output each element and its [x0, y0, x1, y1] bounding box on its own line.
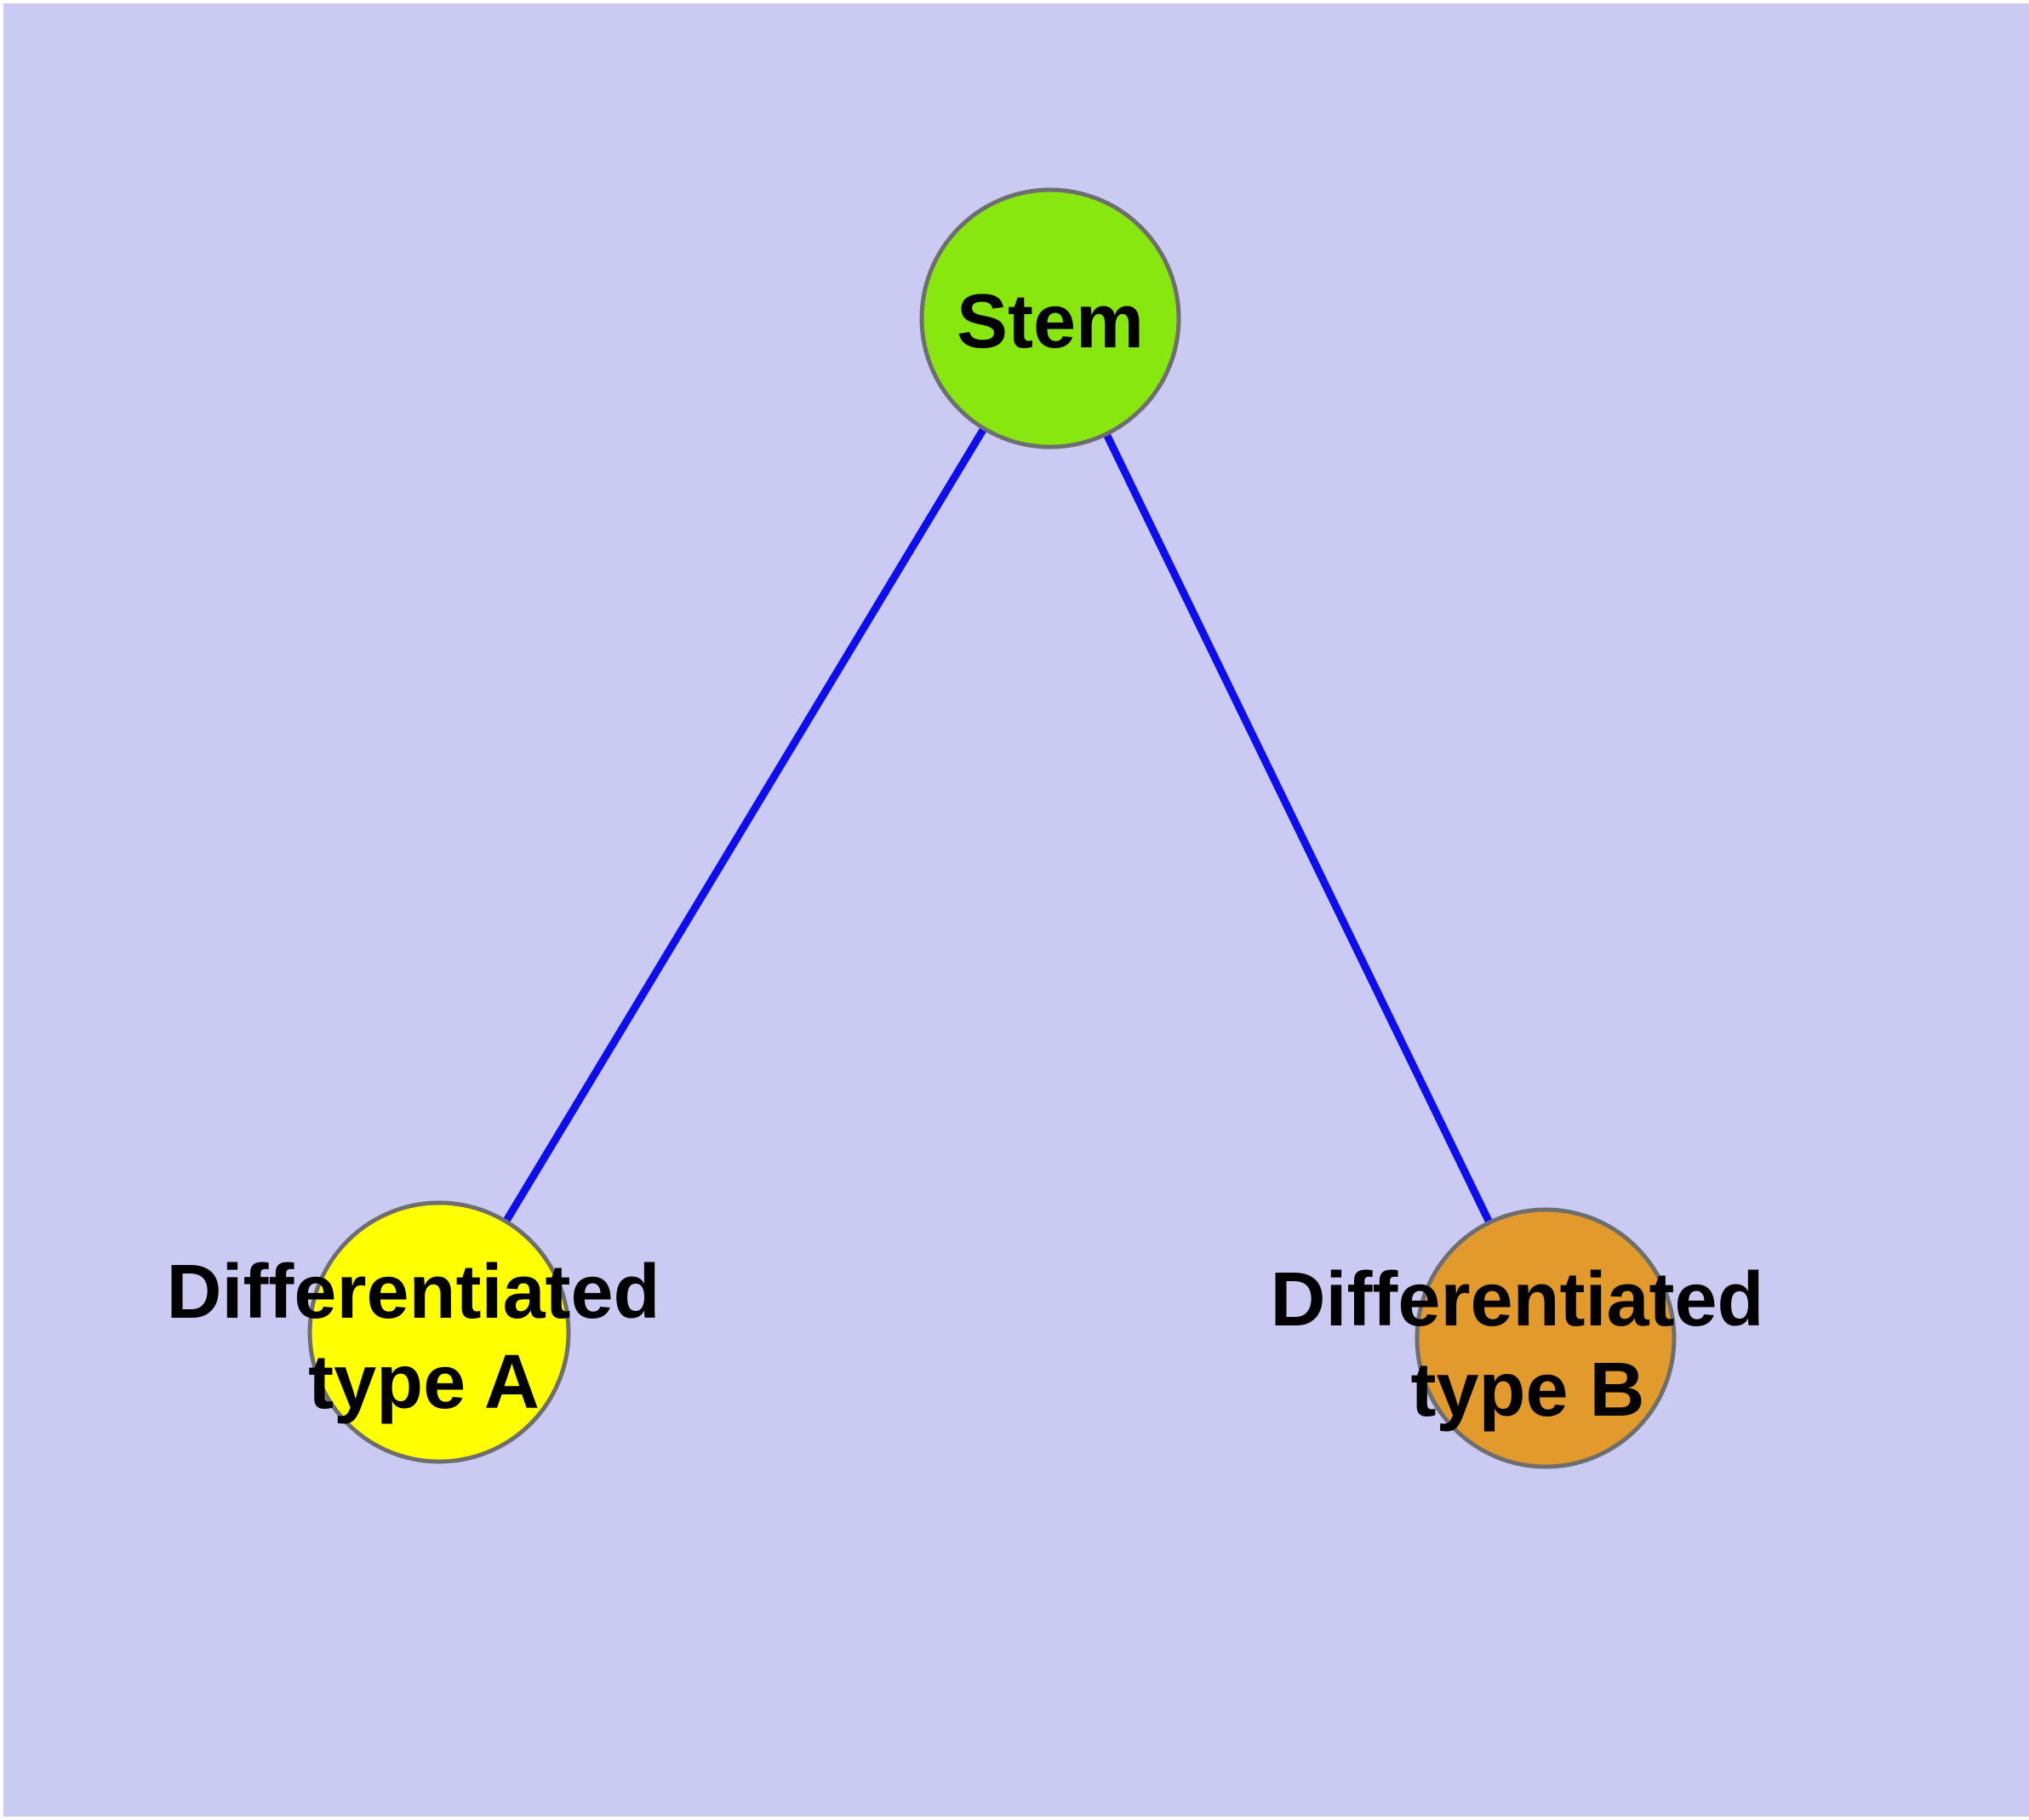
node-type-b-label: Differentiated type B — [1270, 1257, 1785, 1433]
node-type-a-label-line1: Differentiated — [166, 1250, 660, 1335]
node-stem-circle — [919, 187, 1181, 449]
edge-stem-to-type-a — [436, 316, 1054, 1335]
node-type-b-label-line1: Differentiated — [1270, 1257, 1763, 1342]
edges — [436, 316, 1550, 1340]
node-type-a-circle — [307, 1200, 571, 1464]
node-type-b-label-line2: type B — [1410, 1348, 1644, 1433]
edge-stem-to-type-b — [1046, 317, 1550, 1340]
node-type-b-circle — [1415, 1207, 1677, 1469]
node-type-a-label: Differentiated type A — [166, 1250, 681, 1425]
node-type-a-label-line2: type A — [308, 1340, 540, 1425]
node-labels: Stem Differentiated type A Differentiate… — [166, 279, 1785, 1433]
nodes — [307, 187, 1677, 1469]
node-stem-label: Stem — [957, 279, 1144, 364]
